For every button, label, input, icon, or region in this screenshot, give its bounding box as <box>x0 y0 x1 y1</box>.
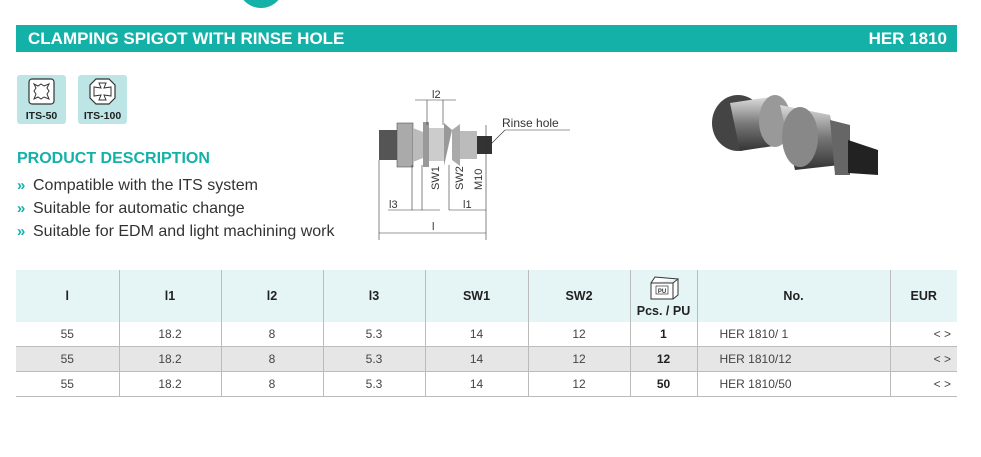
section-marker <box>238 0 284 8</box>
col-header-l3: l3 <box>322 270 425 322</box>
badge-label: ITS-50 <box>25 110 58 122</box>
col-header-l: l <box>16 270 119 322</box>
product-title: CLAMPING SPIGOT WITH RINSE HOLE <box>28 29 345 48</box>
badge-its-50: ITS-50 <box>17 75 66 124</box>
dim-l3: l3 <box>389 199 398 211</box>
badge-its-100: ITS-100 <box>78 75 127 124</box>
cell-sw1: 14 <box>424 322 528 347</box>
dim-m10: M10 <box>473 169 485 190</box>
list-item: » Suitable for automatic change <box>17 197 337 220</box>
cell-pcs: 1 <box>629 322 697 347</box>
cell-pcs: 12 <box>629 346 697 372</box>
list-item: » Compatible with the ITS system <box>17 174 337 197</box>
cell-eur: < > <box>889 322 957 347</box>
its-50-chuck-icon <box>28 78 55 105</box>
cell-l1: 18.2 <box>118 371 221 397</box>
cell-sw1: 14 <box>424 346 528 372</box>
cell-eur: < > <box>889 346 957 372</box>
cell-l2: 8 <box>220 371 323 397</box>
pu-label: PU <box>657 289 665 295</box>
col-header-sw1: SW1 <box>424 270 528 322</box>
its-100-chuck-icon <box>89 78 116 105</box>
cell-sw1: 14 <box>424 371 528 397</box>
cell-sw2: 12 <box>527 322 630 347</box>
item-text: Compatible with the ITS system <box>33 177 258 194</box>
cell-l: 55 <box>16 322 119 347</box>
item-text: Suitable for automatic change <box>33 200 245 217</box>
product-code: HER 1810 <box>868 29 947 48</box>
dim-l1: l1 <box>463 199 472 211</box>
cell-l: 55 <box>16 346 119 372</box>
product-table: l l1 l2 l3 SW1 SW2 PU Pcs. / PU No. EUR <box>16 270 957 397</box>
cell-l3: 5.3 <box>322 346 425 372</box>
col-header-no: No. <box>696 270 890 322</box>
badge-label: ITS-100 <box>83 110 122 122</box>
cell-article-no: HER 1810/12 <box>696 346 890 372</box>
chevron-right-icon: » <box>17 200 26 217</box>
chevron-right-icon: » <box>17 177 26 194</box>
dim-sw2: SW2 <box>454 166 466 190</box>
dim-l2: l2 <box>432 89 441 101</box>
description-heading: PRODUCT DESCRIPTION <box>17 150 210 167</box>
col-header-pcs-pu: PU Pcs. / PU <box>629 270 697 322</box>
cell-l2: 8 <box>220 346 323 372</box>
list-item: » Suitable for EDM and light machining wo… <box>17 220 337 243</box>
cell-pcs: 50 <box>629 371 697 397</box>
product-photo <box>712 95 878 175</box>
rinse-hole-label: Rinse hole <box>502 116 559 130</box>
col-header-l1: l1 <box>118 270 221 322</box>
cell-l1: 18.2 <box>118 346 221 372</box>
chevron-right-icon: » <box>17 223 26 240</box>
cell-l1: 18.2 <box>118 322 221 347</box>
dim-l: l <box>432 221 434 233</box>
col-header-sw2: SW2 <box>527 270 630 322</box>
cell-l2: 8 <box>220 322 323 347</box>
cell-eur: < > <box>889 371 957 397</box>
cell-l3: 5.3 <box>322 322 425 347</box>
cell-article-no: HER 1810/ 1 <box>696 322 890 347</box>
title-bar: CLAMPING SPIGOT WITH RINSE HOLE HER 1810 <box>16 25 957 52</box>
col-header-l2: l2 <box>220 270 323 322</box>
description-list: » Compatible with the ITS system » Suitabl… <box>17 174 337 243</box>
pcs-pu-label: Pcs. / PU <box>636 303 691 318</box>
cell-l3: 5.3 <box>322 371 425 397</box>
technical-drawing: l2 Rinse hole l3 l1 l SW1 SW2 M10 <box>378 89 570 240</box>
cell-article-no: HER 1810/50 <box>696 371 890 397</box>
item-text: Suitable for EDM and light machining wor… <box>33 223 335 240</box>
cell-sw2: 12 <box>527 346 630 372</box>
col-header-eur: EUR <box>889 270 957 322</box>
cell-sw2: 12 <box>527 371 630 397</box>
dim-sw1: SW1 <box>430 166 442 190</box>
package-box-icon: PU <box>650 275 678 299</box>
table-header-row: l l1 l2 l3 SW1 SW2 PU Pcs. / PU No. EUR <box>16 270 957 322</box>
cell-l: 55 <box>16 371 119 397</box>
